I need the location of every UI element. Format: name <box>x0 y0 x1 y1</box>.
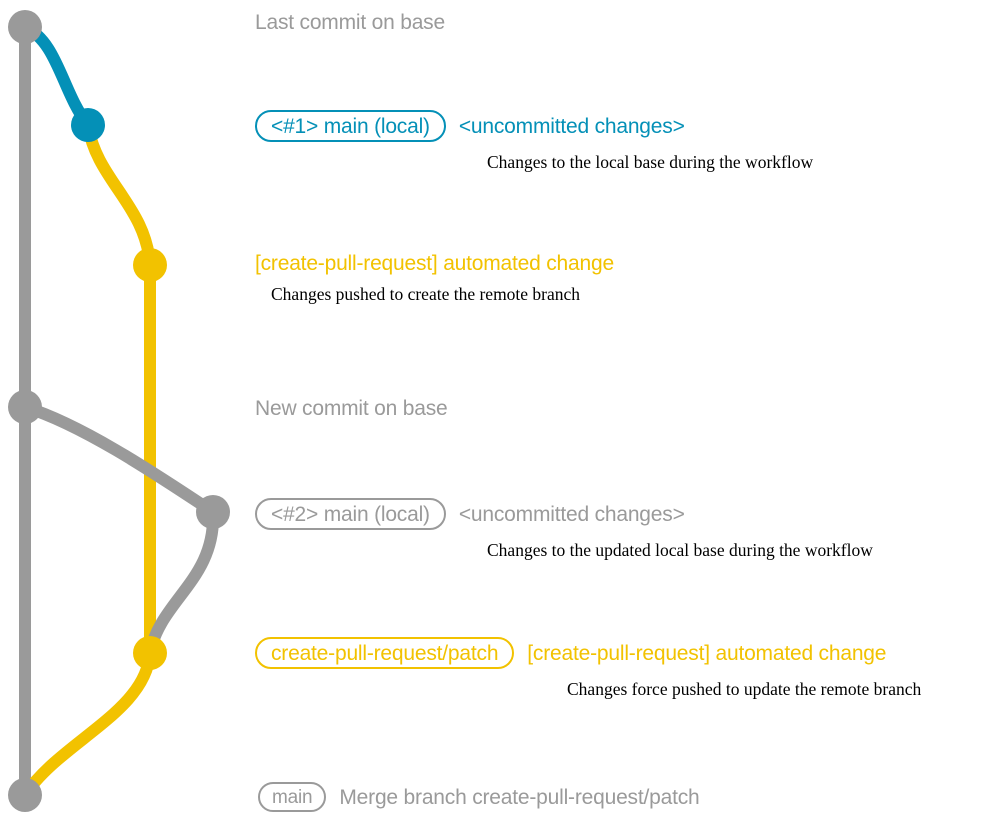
ref-badge-main[interactable]: main <box>258 782 327 812</box>
row-head: <#2> main (local) <uncommitted changes> <box>255 498 873 530</box>
commit-subline: Changes pushed to create the remote bran… <box>271 284 581 304</box>
commit-node-local-1[interactable] <box>71 108 105 142</box>
ref-badge-main-local-2[interactable]: <#2> main (local) <box>255 498 446 530</box>
commit-label-patch-1: [create-pull-request] automated change C… <box>255 253 614 304</box>
commit-headline: [create-pull-request] automated change <box>527 641 887 665</box>
row-head: <#1> main (local) <uncommitted changes> <box>255 110 813 142</box>
commit-subline: Changes force pushed to update the remot… <box>567 679 922 699</box>
commit-subline: Changes to the updated local base during… <box>487 540 873 560</box>
commit-headline: New commit on base <box>255 397 448 420</box>
edge-local1-to-patch1 <box>82 119 156 271</box>
commit-headline: Last commit on base <box>255 11 445 34</box>
row-head: main Merge branch create-pull-request/pa… <box>258 782 700 812</box>
commit-headline: [create-pull-request] automated change <box>255 252 614 275</box>
commit-node-local-2[interactable] <box>196 495 230 529</box>
commit-label-last-commit: Last commit on base <box>255 12 445 33</box>
commit-label-patch-2: create-pull-request/patch [create-pull-r… <box>255 637 921 699</box>
commit-headline: <uncommitted changes> <box>458 114 685 138</box>
edge-patch2-to-merge <box>19 647 156 801</box>
edge-base-to-local2 <box>19 401 219 518</box>
row-head: create-pull-request/patch [create-pull-r… <box>255 637 921 669</box>
commit-node-patch-2[interactable] <box>133 636 167 670</box>
commit-subline: Changes to the local base during the wor… <box>487 152 814 172</box>
commit-headline: <uncommitted changes> <box>458 502 685 526</box>
ref-badge-main-local-1[interactable]: <#1> main (local) <box>255 110 446 142</box>
row-head: New commit on base <box>255 397 448 420</box>
commit-node-base-merge[interactable] <box>8 778 42 812</box>
edge-local2-to-patch2 <box>144 506 220 659</box>
ref-badge-create-pull-request-patch[interactable]: create-pull-request/patch <box>255 637 515 669</box>
commit-node-base-last[interactable] <box>8 10 42 44</box>
commit-label-new-commit: New commit on base <box>255 397 448 420</box>
commit-node-patch-1[interactable] <box>133 248 167 282</box>
row-head: Last commit on base <box>255 12 445 33</box>
commit-headline: Merge branch create-pull-request/patch <box>339 785 700 809</box>
row-head: [create-pull-request] automated change <box>255 253 614 274</box>
commit-label-local-1: <#1> main (local) <uncommitted changes> … <box>255 110 813 172</box>
commit-node-base-new[interactable] <box>8 390 42 424</box>
commit-label-local-2: <#2> main (local) <uncommitted changes> … <box>255 498 873 560</box>
commit-label-merge: main Merge branch create-pull-request/pa… <box>258 782 700 812</box>
